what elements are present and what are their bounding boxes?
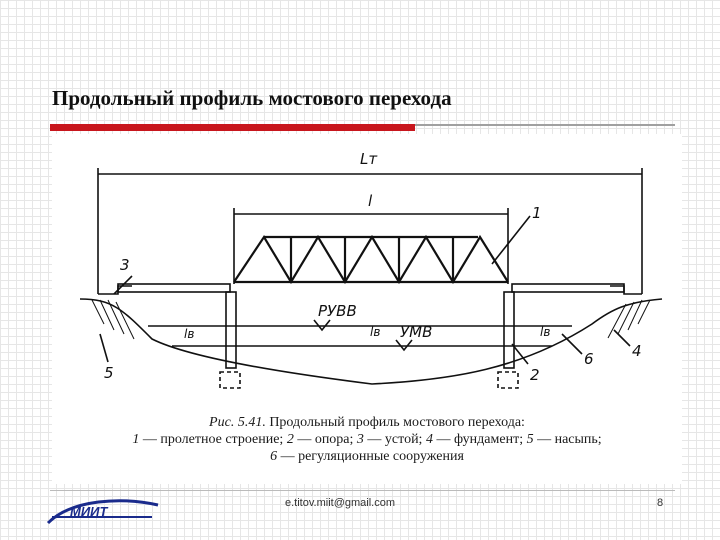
left-embankment-hatch [91,299,135,340]
side-water-right-label: lв [540,325,550,339]
caption-text: — насыпь; [533,432,602,447]
high-water-level-label: РУВВ [318,302,357,320]
caption-num: 3 [356,432,364,447]
right-pier-foundation [497,371,519,389]
callout-5: 5 [104,364,114,382]
miit-logo: МИИТ [46,499,159,525]
span-length-label: l [368,192,373,210]
caption-text: — регуляционные сооружения [277,449,464,464]
callout-3: 3 [120,256,130,274]
right-abutment [610,285,642,295]
caption-num: 2 [286,432,294,447]
low-water-level-label: УМВ [400,323,432,341]
caption-ref: Рис. 5.41. [209,415,266,430]
left-pier [225,291,237,369]
author-email[interactable]: e.titov.miit@gmail.com [285,497,395,509]
ground-profile [79,298,663,385]
total-length-label: Lт [360,150,378,168]
right-approach-span [511,283,625,293]
slide-title: Продольный профиль мостового перехода [52,86,452,110]
caption-line-1: Рис. 5.41. Продольный профиль мостового … [52,414,682,431]
caption-title: Продольный профиль мостового перехода: [265,415,525,430]
caption-line-3: 6 — регуляционные сооружения [52,448,682,465]
caption-num: 4 [425,432,433,447]
title-rule [415,124,675,126]
callout-6: 6 [584,350,594,368]
right-embankment-hatch [607,299,651,339]
footer-divider [50,490,675,491]
figure-caption: Рис. 5.41. Продольный профиль мостового … [52,414,682,465]
caption-text: — фундамент; [432,432,527,447]
water-width-label: lв [370,325,380,339]
bridge-profile-drawing: Lт l РУВВ УМВ lв lв lв 1 2 3 4 5 6 [79,150,663,389]
caption-num: 5 [526,432,534,447]
caption-text: — устой; [363,432,426,447]
bridge-profile-figure: Lт l РУВВ УМВ lв lв lв 1 2 3 4 5 6 Рис. … [52,134,682,484]
side-water-left-label: lв [184,327,194,341]
caption-text: — опора; [293,432,357,447]
left-approach-span [117,283,231,293]
title-accent-bar [50,124,415,131]
left-pier-foundation [219,371,241,389]
callout-2: 2 [530,366,540,384]
caption-num: 1 [132,432,140,447]
caption-text: — пролетное строение; [139,432,287,447]
truss-span-structure [233,234,509,285]
right-pier [503,291,515,369]
callout-4: 4 [632,342,642,360]
caption-num: 6 [270,449,278,464]
caption-line-2: 1 — пролетное строение; 2 — опора; 3 — у… [52,431,682,448]
callout-1: 1 [532,204,542,222]
logo-text: МИИТ [70,504,109,519]
page-number: 8 [657,497,664,509]
